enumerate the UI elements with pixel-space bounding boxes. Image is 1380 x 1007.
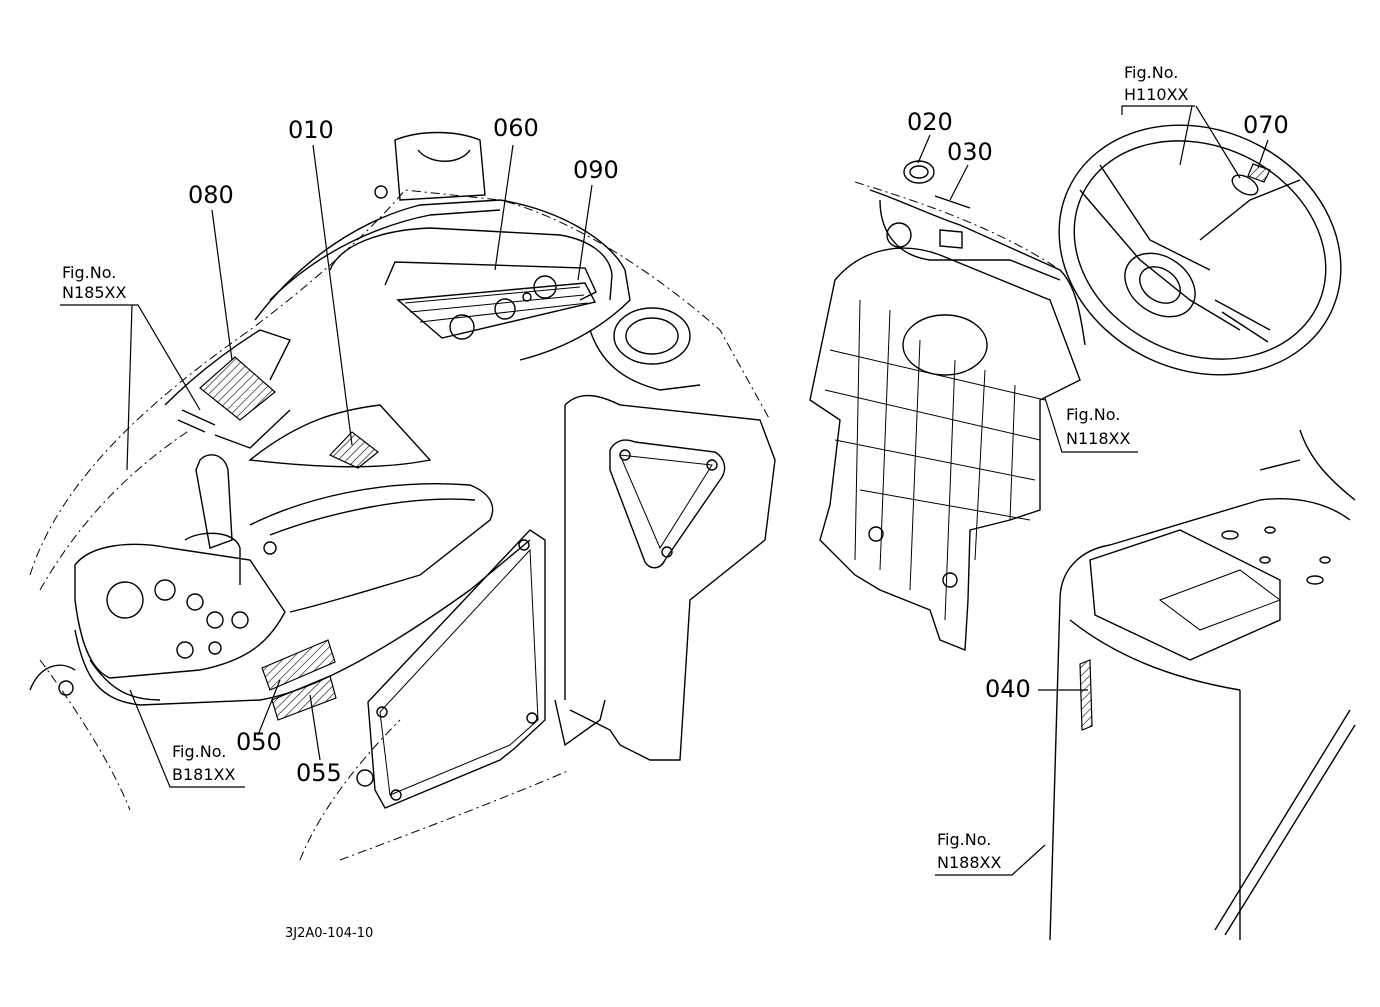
- callout-060: 060: [493, 114, 539, 142]
- fig-ref-label-h110: Fig.No.: [1124, 63, 1178, 82]
- fig-ref-label-n118: Fig.No.: [1066, 405, 1120, 424]
- fig-ref-code-n185: N185XX: [62, 283, 126, 302]
- leader-lines: [60, 105, 1269, 876]
- callout-010: 010: [288, 116, 334, 144]
- fig-ref-code-h110: H110XX: [1124, 85, 1189, 104]
- callout-040: 040: [985, 675, 1031, 703]
- callout-055: 055: [296, 759, 342, 787]
- figure-references: Fig.No. N185XX Fig.No. B181XX Fig.No. H1…: [62, 63, 1189, 872]
- fig-ref-code-n188: N188XX: [937, 853, 1001, 872]
- fig-ref-label-b181: Fig.No.: [172, 742, 226, 761]
- console-box-assembly: [1049, 429, 1356, 941]
- steering-wheel-assembly: [1058, 124, 1342, 376]
- cover-panel-assembly: [809, 160, 1086, 652]
- callout-080: 080: [188, 181, 234, 209]
- fig-ref-code-b181: B181XX: [172, 765, 235, 784]
- callout-020: 020: [907, 108, 953, 136]
- callout-030: 030: [947, 138, 993, 166]
- callout-090: 090: [573, 156, 619, 184]
- callout-labels: 010 060 090 080 050 055 020 030 070 040: [188, 108, 1289, 787]
- callout-050: 050: [236, 728, 282, 756]
- dashboard-assembly: [29, 131, 776, 861]
- drawing-code: 3J2A0-104-10: [285, 926, 373, 941]
- fig-ref-code-n118: N118XX: [1066, 429, 1130, 448]
- fig-ref-label-n188: Fig.No.: [937, 830, 991, 849]
- fig-ref-label-n185: Fig.No.: [62, 263, 116, 282]
- callout-070: 070: [1243, 111, 1289, 139]
